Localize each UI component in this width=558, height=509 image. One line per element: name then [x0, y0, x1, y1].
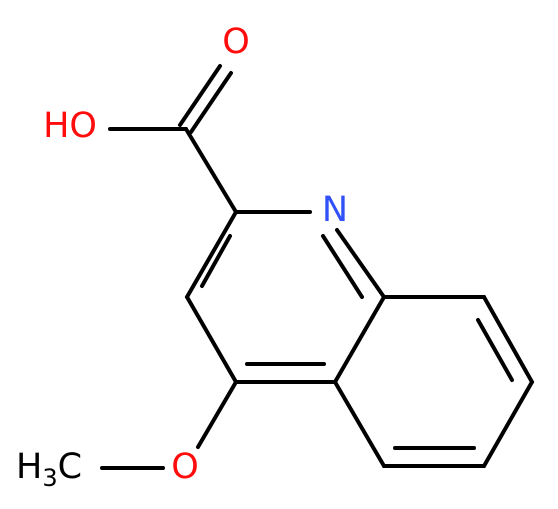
- bond-c2-c3: [185, 210, 238, 299]
- atom-labels: O HO N O H3C: [16, 22, 348, 492]
- bond-n-c8a-inner: [321, 234, 364, 299]
- bond-c7-c6: [482, 380, 534, 468]
- bond-c4a-c8a: [333, 295, 386, 384]
- methyl-subscript: 3: [42, 464, 57, 492]
- bond-c-o-double-b: [189, 71, 233, 134]
- bond-c8-c7-inner: [476, 318, 514, 382]
- bond-c2-c3-inner: [200, 234, 232, 288]
- carbonyl-oxygen-label: O: [222, 22, 250, 62]
- methyl-h: H: [16, 447, 42, 487]
- bond-c8-c7: [482, 295, 534, 384]
- bond-c-o-double-a: [178, 64, 222, 127]
- methoxy-oxygen-label: O: [171, 447, 199, 487]
- bond-c4-o: [196, 380, 238, 449]
- bond-n-c8a: [335, 228, 386, 299]
- bonds: [100, 64, 534, 470]
- bond-c3-c4: [185, 295, 238, 384]
- methyl-c: C: [58, 447, 82, 487]
- bond-c5-c4a: [333, 380, 386, 468]
- bond-cooh-c2: [184, 127, 238, 214]
- hydroxyl-label: HO: [43, 106, 97, 146]
- ring-nitrogen-label: N: [322, 190, 348, 230]
- methyl-label: H3C: [16, 447, 82, 492]
